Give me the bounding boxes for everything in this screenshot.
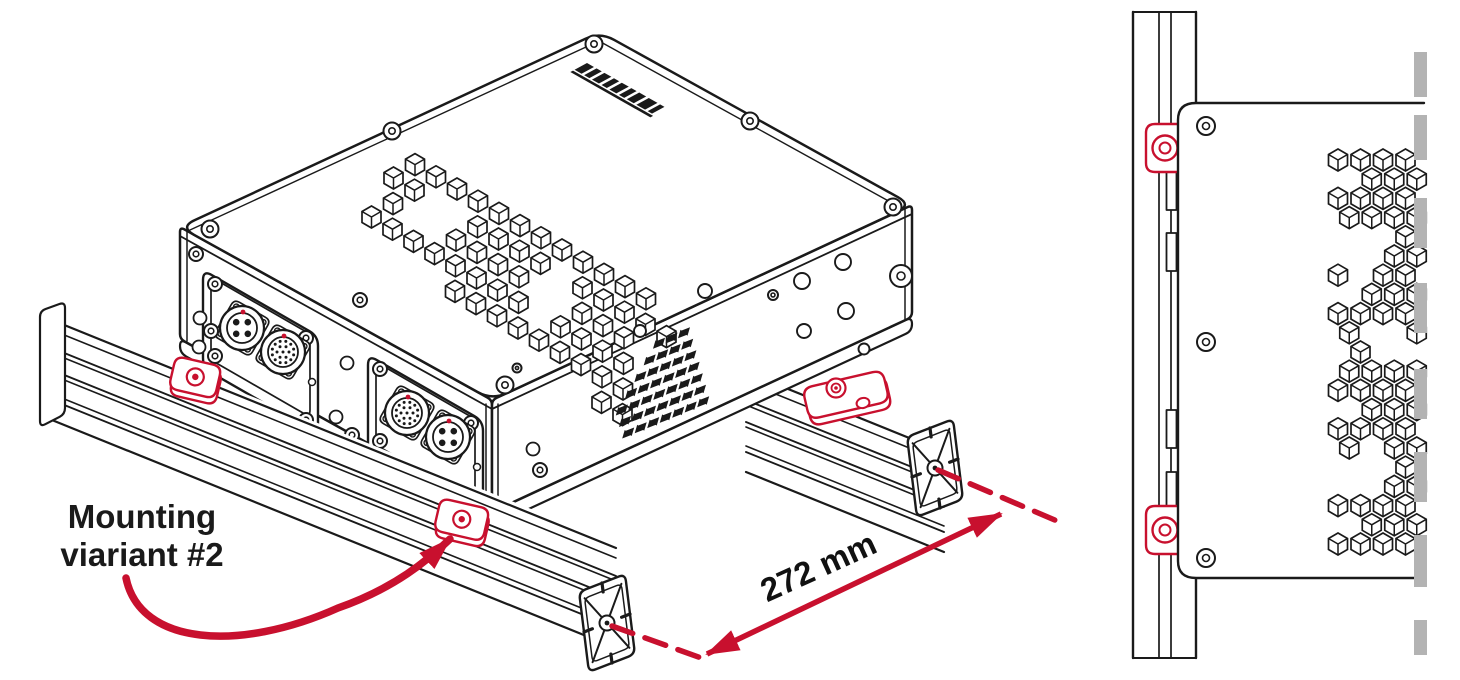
red-annotations	[122, 467, 1067, 662]
brand-logo	[570, 63, 665, 118]
break-line	[1414, 52, 1427, 655]
mounting-label-line2: viariant #2	[60, 536, 223, 573]
mounting-tabs	[169, 356, 490, 548]
mounting-tab	[169, 356, 222, 405]
mounting-label-line1: Mounting	[68, 498, 216, 535]
mounting-bracket	[803, 370, 892, 426]
dimension-text: 272 mm	[755, 524, 882, 609]
front-rail	[38, 302, 638, 678]
isometric-view	[38, 34, 1067, 678]
side-view	[1131, 10, 1428, 660]
side-view-mounting-tabs	[1144, 122, 1188, 556]
